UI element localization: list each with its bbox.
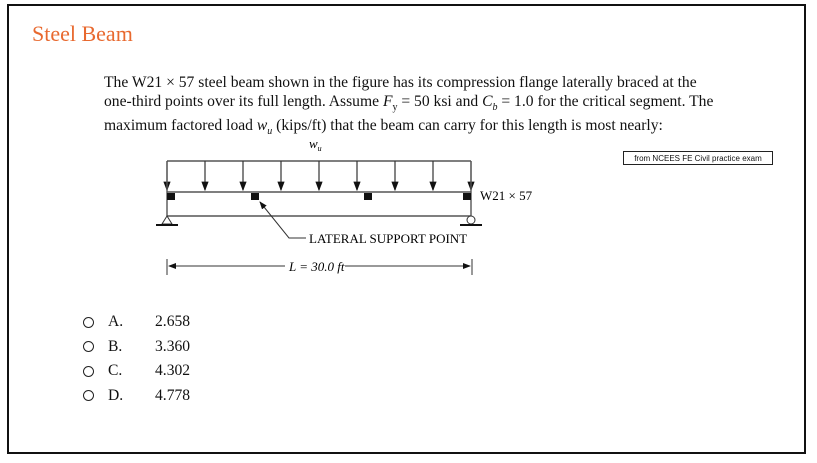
span-label: L = 30.0 ft (288, 259, 345, 274)
support-label: LATERAL SUPPORT POINT (309, 231, 467, 246)
radio-button[interactable] (83, 341, 94, 352)
lateral-brace-blocks (167, 193, 471, 200)
option-letter: B. (108, 337, 123, 355)
option-b[interactable]: B. 3.360 (80, 337, 190, 357)
option-letter: D. (108, 386, 124, 404)
support-leader (259, 201, 306, 239)
option-a[interactable]: A. 2.658 (80, 312, 190, 332)
radio-button[interactable] (83, 365, 94, 377)
cb-symbol: C (482, 92, 493, 110)
text: (kips/ft) that the beam can carry for th… (272, 117, 663, 135)
option-value: 3.360 (155, 337, 191, 355)
option-value: 2.658 (155, 313, 191, 330)
text: = 50 ksi and (397, 92, 483, 110)
radio-button[interactable] (83, 390, 94, 401)
option-d[interactable]: D. 4.778 (80, 386, 190, 406)
option-letter: C. (108, 362, 123, 379)
wu-symbol: w (256, 117, 268, 135)
pin-support-icon (156, 215, 178, 226)
load-label: wu (309, 136, 322, 153)
source-note: from NCEES FE Civil practice exam (623, 151, 773, 165)
option-value: 4.778 (155, 386, 191, 404)
text: one-third points over its full length. A… (104, 92, 383, 110)
page-title: Steel Beam (32, 21, 133, 46)
text: = 1.0 for the critical segment. The (497, 92, 714, 110)
text: maximum factored load (104, 117, 257, 135)
question-line-1: The W21 × 57 steel beam shown in the fig… (104, 74, 697, 91)
cb-subscript: b (492, 101, 498, 113)
question-text: The W21 × 57 steel beam shown in the fig… (104, 74, 764, 142)
question-line-3: maximum factored load wu (kips/ft) that … (104, 117, 764, 142)
option-letter: A. (108, 313, 124, 330)
question-card (7, 4, 806, 454)
fy-symbol: F (382, 92, 393, 110)
span-dimension (166, 259, 473, 275)
question-line-2: one-third points over its full length. A… (104, 93, 764, 118)
beam (166, 161, 472, 217)
distributed-load (163, 160, 475, 192)
roller-support-icon (460, 215, 482, 226)
section-label: W21 × 57 (480, 188, 533, 203)
wu-subscript: u (267, 126, 273, 138)
fy-subscript: y (392, 101, 398, 113)
radio-button[interactable] (83, 316, 94, 328)
option-c[interactable]: C. 4.302 (80, 361, 190, 381)
option-value: 4.302 (155, 362, 191, 379)
